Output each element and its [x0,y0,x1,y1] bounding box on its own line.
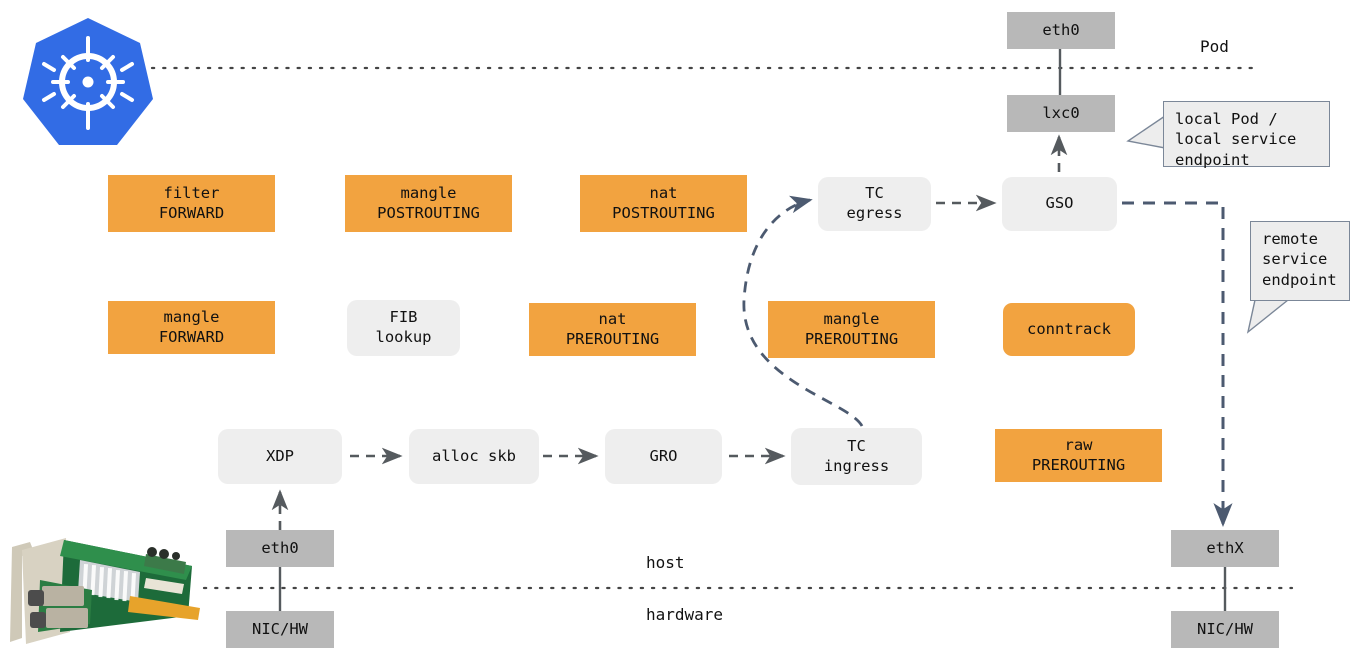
box-alloc-skb[interactable]: alloc skb [409,429,539,484]
callout-local-endpoint: local Pod / local service endpoint [1163,101,1330,169]
box-fib-lookup[interactable]: FIB lookup [347,300,460,356]
callout-remote-endpoint: remote service endpoint [1250,221,1350,301]
interface-host-nic-hw[interactable]: NIC/HW [226,611,334,648]
host-zone-label: host [646,553,685,572]
interface-host-eth0[interactable]: eth0 [226,530,334,567]
box-raw-prerouting[interactable]: raw PREROUTING [995,429,1162,482]
box-tc-ingress[interactable]: TC ingress [791,428,922,485]
box-xdp[interactable]: XDP [218,429,342,484]
interface-ethx[interactable]: ethX [1171,530,1279,567]
box-mangle-prerouting[interactable]: mangle PREROUTING [768,301,935,358]
box-gso[interactable]: GSO [1002,177,1117,231]
box-nat-postrouting[interactable]: nat POSTROUTING [580,175,747,232]
local-endpoint-callout-tail [1126,114,1166,149]
box-mangle-forward[interactable]: mangle FORWARD [108,301,275,354]
interface-pod-eth0[interactable]: eth0 [1007,12,1115,49]
box-conntrack[interactable]: conntrack [1003,303,1135,356]
box-nat-prerouting[interactable]: nat PREROUTING [529,303,696,356]
remote-endpoint-callout-tail [1246,299,1290,334]
box-mangle-postrouting[interactable]: mangle POSTROUTING [345,175,512,232]
hardware-zone-label: hardware [646,605,724,624]
nic-card-photo [10,538,200,644]
interface-ethx-nic-hw[interactable]: NIC/HW [1171,611,1279,648]
box-gro[interactable]: GRO [605,429,722,484]
interface-lxc0[interactable]: lxc0 [1007,95,1115,132]
box-tc-egress[interactable]: TC egress [818,177,931,231]
kubernetes-logo [23,18,153,145]
pod-zone-label: Pod [1200,37,1229,56]
box-filter-forward[interactable]: filter FORWARD [108,175,275,232]
